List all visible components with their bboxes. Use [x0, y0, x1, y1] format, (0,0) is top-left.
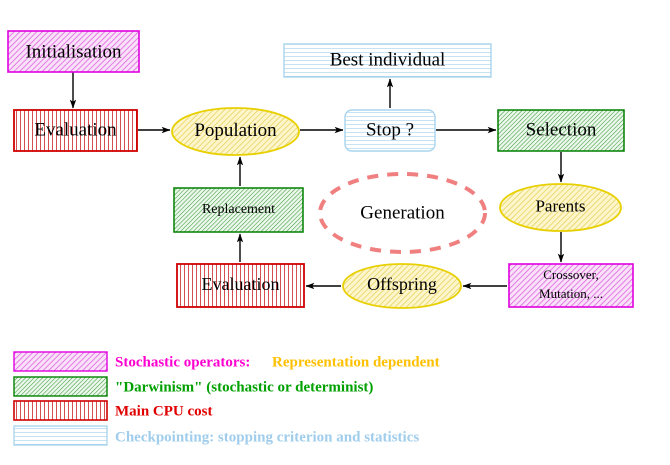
node-replacement[interactable]: Replacement	[173, 187, 304, 233]
node-crossover-mutation[interactable]: Crossover, Mutation, ...	[508, 263, 634, 308]
node-selection-label: Selection	[526, 119, 597, 140]
legend-label-checkpointing: Checkpointing: stopping criterion and st…	[115, 429, 419, 445]
node-evaluation-top[interactable]: Evaluation	[13, 109, 138, 152]
node-initialisation[interactable]: Initialisation	[7, 30, 140, 73]
node-population-label: Population	[194, 120, 277, 141]
legend-label-darwinism: "Darwinism" (stochastic or determinist)	[115, 379, 373, 395]
node-stop[interactable]: Stop ?	[344, 109, 436, 152]
legend-item-stochastic: Stochastic operators: Representation dep…	[13, 351, 440, 372]
node-offspring-label: Offspring	[367, 274, 437, 294]
node-generation-label: Generation	[360, 202, 445, 223]
legend: Stochastic operators: Representation dep…	[13, 351, 440, 446]
legend-swatch-stochastic	[13, 351, 108, 372]
node-best-individual[interactable]: Best individual	[283, 43, 492, 78]
node-evaluation-bottom[interactable]: Evaluation	[176, 263, 305, 308]
node-generation: Generation	[318, 172, 487, 254]
node-crossover-label-line2: Mutation, ...	[539, 286, 603, 301]
legend-label-representation: Representation dependent	[272, 354, 440, 370]
legend-swatch-darwinism	[13, 376, 108, 397]
node-population[interactable]: Population	[171, 107, 300, 156]
node-selection[interactable]: Selection	[497, 109, 625, 152]
node-best-individual-label: Best individual	[330, 49, 446, 70]
legend-swatch-checkpointing	[13, 425, 108, 446]
node-initialisation-label: Initialisation	[25, 41, 122, 62]
node-evaluation-top-label: Evaluation	[34, 119, 117, 140]
edges-group	[69, 72, 565, 290]
legend-swatch-cpu-cost	[13, 400, 108, 421]
node-parents-label: Parents	[535, 196, 585, 215]
node-replacement-label: Replacement	[202, 202, 275, 217]
node-evaluation-bottom-label: Evaluation	[202, 274, 280, 294]
node-offspring[interactable]: Offspring	[342, 263, 462, 309]
legend-item-darwinism: "Darwinism" (stochastic or determinist)	[13, 376, 373, 397]
node-parents[interactable]: Parents	[499, 183, 622, 232]
node-crossover-label-line1: Crossover,	[543, 267, 598, 282]
legend-label-cpu-cost: Main CPU cost	[115, 403, 213, 419]
legend-label-stochastic: Stochastic operators:	[115, 354, 250, 370]
legend-item-checkpointing: Checkpointing: stopping criterion and st…	[13, 425, 419, 446]
legend-item-cpu-cost: Main CPU cost	[13, 400, 213, 421]
node-stop-label: Stop ?	[366, 119, 414, 140]
